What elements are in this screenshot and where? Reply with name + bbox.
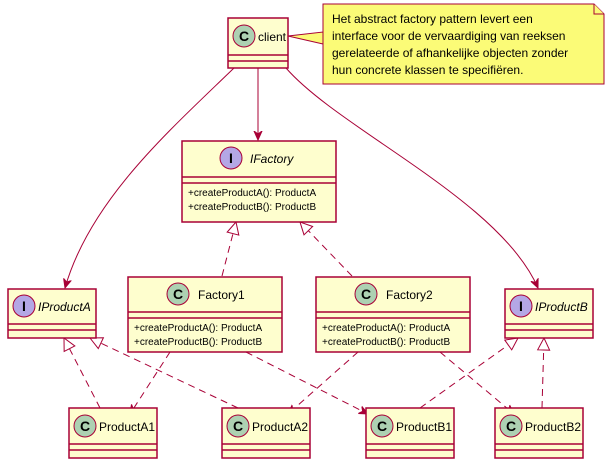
realization-productb2-iproductb: [542, 338, 544, 409]
svg-text:C: C: [506, 418, 516, 434]
class-c-icon: [73, 414, 97, 438]
class-c-icon: [354, 282, 378, 306]
method: +createProductA(): ProductA: [134, 323, 262, 334]
interface-name: IProductA: [38, 300, 91, 314]
method: +createProductA(): ProductA: [188, 188, 316, 199]
realization-factory1-ifactory: [221, 222, 236, 277]
note-line: hun concrete klassen te specifiëren.: [332, 63, 523, 77]
interface-i-icon: [219, 146, 243, 170]
arrow-client-iproducta: [65, 67, 235, 288]
interface-name: IFactory: [250, 152, 294, 166]
dependency-factory2-productb2: [439, 351, 514, 414]
class-name: ProductA2: [252, 420, 308, 434]
realization-producta2-iproducta: [90, 338, 239, 409]
note-line: interface voor de vervaardiging van reek…: [332, 29, 565, 43]
class-producta2: C ProductA2: [221, 407, 311, 459]
dependency-factory2-producta2: [288, 351, 359, 414]
class-productb1: C ProductB1: [365, 407, 455, 459]
class-c-icon: [499, 414, 523, 438]
realization-producta1-iproducta: [64, 338, 101, 409]
note: Het abstract factory pattern levert een …: [322, 3, 605, 85]
svg-text:C: C: [377, 418, 387, 434]
class-factory1: C Factory1 +createProductA(): ProductA +…: [127, 276, 283, 353]
dependency-factory1-productb1: [245, 351, 368, 414]
interface-iproducta: I IProductA: [7, 288, 97, 339]
arrow-client-iproductb: [285, 67, 538, 288]
class-name: ProductA1: [99, 420, 155, 434]
method: +createProductB(): ProductB: [322, 337, 450, 348]
dependency-factory1-producta1: [130, 351, 171, 414]
interface-i-icon: [12, 294, 36, 318]
svg-text:I: I: [229, 150, 233, 166]
svg-text:C: C: [80, 418, 90, 434]
class-productb2: C ProductB2: [494, 407, 584, 459]
class-name: ProductB1: [396, 420, 452, 434]
class-factory2: C Factory2 +createProductA(): ProductA +…: [315, 276, 471, 353]
method: +createProductA(): ProductA: [322, 323, 450, 334]
class-c-icon: [232, 24, 256, 48]
note-connector: [287, 31, 324, 45]
svg-text:I: I: [22, 298, 26, 314]
class-c-icon: [226, 414, 250, 438]
svg-text:C: C: [239, 28, 249, 44]
class-c-icon: [166, 282, 190, 306]
svg-text:C: C: [173, 286, 183, 302]
interface-iproductb: I IProductB: [504, 288, 594, 339]
interface-name: IProductB: [535, 300, 588, 314]
realization-factory2-ifactory: [300, 222, 353, 277]
class-name: ProductB2: [525, 420, 581, 434]
realization-productb1-iproductb: [419, 338, 518, 409]
class-name: client: [258, 30, 287, 44]
interface-ifactory: I IFactory +createProductA(): ProductA +…: [181, 140, 337, 223]
note-line: Het abstract factory pattern levert een: [332, 12, 533, 26]
class-client: C client: [227, 17, 289, 69]
svg-text:C: C: [361, 286, 371, 302]
note-line: gerelateerde of afhankelijke objecten zo…: [332, 46, 568, 60]
method: +createProductB(): ProductB: [134, 337, 262, 348]
class-producta1: C ProductA1: [68, 407, 158, 459]
interface-i-icon: [509, 294, 533, 318]
class-c-icon: [370, 414, 394, 438]
class-name: Factory1: [198, 288, 245, 302]
class-name: Factory2: [386, 288, 433, 302]
svg-text:C: C: [233, 418, 243, 434]
svg-text:I: I: [519, 298, 523, 314]
method: +createProductB(): ProductB: [188, 202, 316, 213]
